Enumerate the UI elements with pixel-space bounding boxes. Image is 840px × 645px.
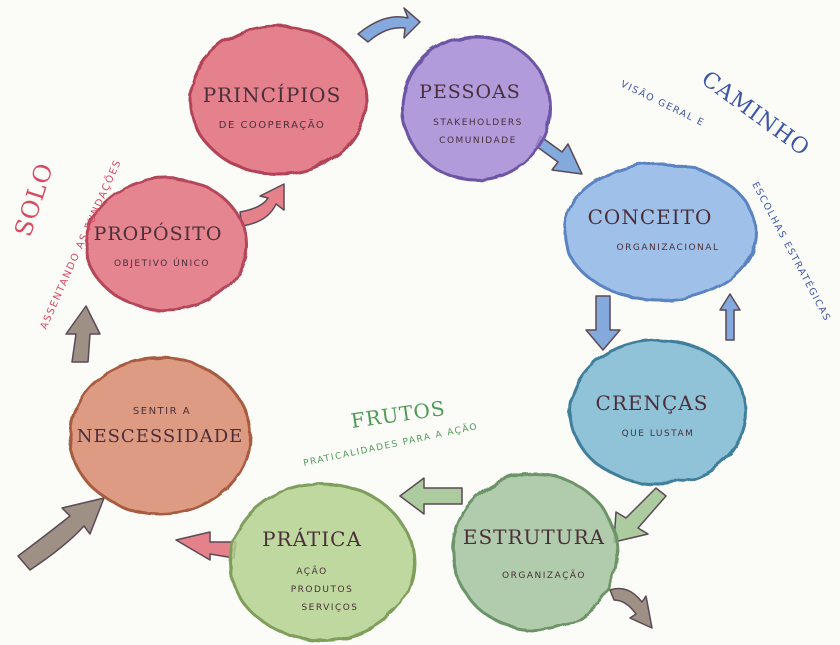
label-caminho: CAMINHO	[696, 67, 814, 162]
pratica-sub-3: SERVIÇOS	[301, 603, 358, 613]
pessoas-sub-1: STAKEHOLDERS	[433, 118, 523, 128]
label-caminho-sub-1: VISÃO GERAL E	[619, 79, 707, 129]
arrow-input-bottom-right	[609, 587, 653, 629]
label-frutos-sub: PRATICALIDADES PARA A AÇÃO	[302, 421, 479, 469]
crencas-sub-1: QUE LUSTAM	[622, 429, 695, 439]
arrow-crencas-to-conceito-thin	[719, 293, 741, 341]
label-frutos: FRUTOS	[349, 396, 447, 433]
circle-principios-shape	[188, 24, 368, 176]
circle-conceito: CONCEITO ORGANIZACIONAL	[562, 162, 758, 302]
conceito-sub-1: ORGANIZACIONAL	[617, 243, 720, 253]
arrow-pessoas-to-conceito	[535, 135, 583, 175]
crencas-title: CRENÇAS	[596, 391, 709, 415]
principios-title: PRINCÍPIOS	[203, 83, 342, 107]
label-frutos-group: FRUTOS PRATICALIDADES PARA A AÇÃO	[302, 396, 479, 469]
necessidade-pre: SENTIR A	[133, 406, 191, 417]
circle-crencas: CRENÇAS QUE LUSTAM	[568, 338, 748, 486]
arrow-principios-to-pessoas	[357, 7, 421, 43]
necessidade-title: NESCESSIDADE	[77, 426, 244, 447]
circle-estrutura-shape	[451, 472, 619, 632]
pratica-sub-2: PRODUTOS	[291, 585, 354, 595]
pessoas-sub-2: COMUNIDADE	[439, 136, 517, 146]
principios-sub-1: DE COOPERAÇÃO	[219, 118, 326, 131]
circle-proposito-shape	[84, 176, 248, 312]
arrow-estrutura-to-frutos	[399, 477, 463, 515]
arrow-conceito-to-crencas	[585, 295, 621, 351]
arrow-crencas-to-estrutura	[613, 487, 667, 543]
arrow-pratica-to-necessidade	[175, 531, 237, 561]
circle-pratica-shape	[228, 482, 416, 642]
circle-pessoas-shape	[400, 34, 552, 182]
pessoas-title: PESSOAS	[419, 81, 521, 103]
circle-crencas-shape	[568, 338, 748, 486]
circle-necessidade-shape	[68, 356, 252, 516]
circle-conceito-shape	[562, 162, 758, 302]
estrutura-title: ESTRUTURA	[463, 525, 605, 549]
circle-estrutura: ESTRUTURA ORGANIZAÇÃO	[451, 472, 619, 632]
arrow-input-left	[17, 497, 105, 571]
conceito-title: CONCEITO	[588, 205, 713, 229]
circle-pratica: PRÁTICA AÇÃO PRODUTOS SERVIÇOS	[228, 482, 416, 642]
label-solo: SOLO	[9, 159, 59, 240]
circle-necessidade: SENTIR A NESCESSIDADE	[68, 356, 252, 516]
circle-principios: PRINCÍPIOS DE COOPERAÇÃO	[188, 24, 368, 176]
circle-proposito: PROPÓSITO OBJETIVO ÚNICO	[84, 176, 248, 312]
label-caminho-sub-2: ESCOLHAS ESTRATÉGICAS	[749, 180, 833, 324]
pratica-title: PRÁTICA	[262, 527, 362, 551]
circle-pessoas: PESSOAS STAKEHOLDERS COMUNIDADE	[400, 34, 552, 182]
arrow-proposito-to-principios	[239, 183, 285, 227]
proposito-sub-1: OBJETIVO ÚNICO	[114, 257, 210, 269]
estrutura-sub-1: ORGANIZAÇÃO	[502, 570, 586, 581]
arrow-necessidade-to-proposito	[65, 305, 101, 363]
pratica-sub-1: AÇÃO	[296, 566, 327, 577]
proposito-title: PROPÓSITO	[94, 222, 223, 245]
